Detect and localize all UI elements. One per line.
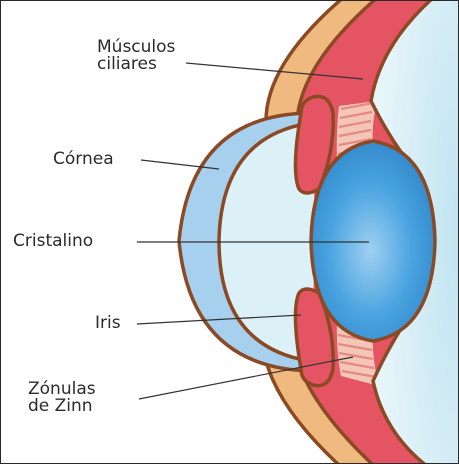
label-musculos-line2: ciliares xyxy=(97,56,175,73)
label-cristalino: Cristalino xyxy=(13,233,93,250)
label-cornea: Córnea xyxy=(53,151,114,168)
label-iris: Iris xyxy=(95,315,121,332)
label-zonulas-de-zinn: Zónulas de Zinn xyxy=(28,381,96,415)
crystalline-lens xyxy=(311,141,435,341)
label-zonulas-line2: de Zinn xyxy=(28,398,96,415)
label-musculos-ciliares: Músculos ciliares xyxy=(97,39,175,73)
